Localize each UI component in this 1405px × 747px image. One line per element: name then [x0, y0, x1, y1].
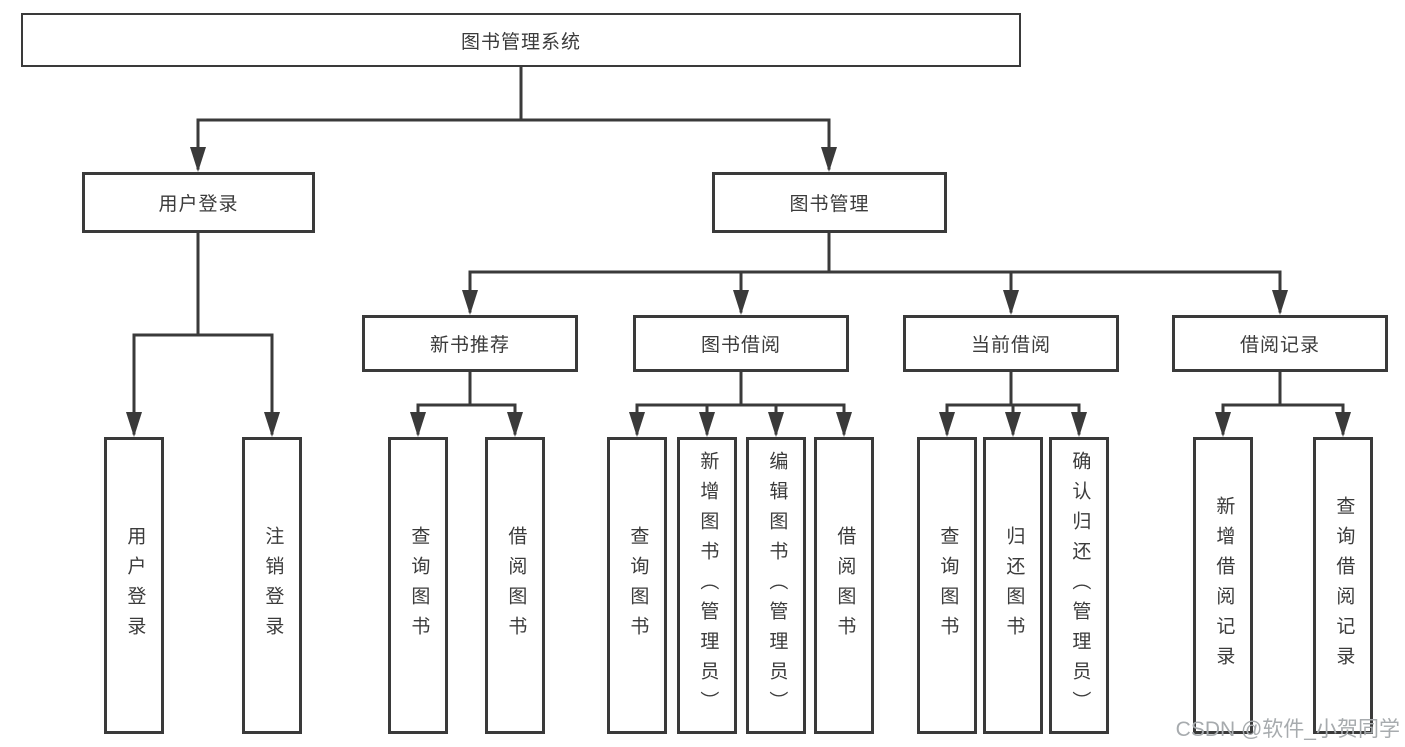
leaf-newbook-borrow-books-label: 借阅图书: [505, 525, 527, 646]
arrow-down-icon: [836, 412, 852, 437]
arrow-down-icon: [190, 147, 206, 172]
leaf-records-query-borrow-record-label: 查询借阅记录: [1333, 495, 1355, 676]
arrow-down-icon: [1005, 412, 1021, 437]
leaf-current-confirm-return-admin: 确认归还（管理员）: [1049, 437, 1109, 734]
leaf-borrow-borrow-books-label: 借阅图书: [834, 525, 856, 646]
leaf-records-query-borrow-record: 查询借阅记录: [1313, 437, 1373, 734]
arrow-down-icon: [629, 412, 645, 437]
node-root-label: 图书管理系统: [460, 31, 581, 53]
leaf-records-add-borrow-record-label: 新增借阅记录: [1213, 495, 1235, 676]
leaf-current-return-books: 归还图书: [983, 437, 1043, 734]
arrow-down-icon: [410, 412, 426, 437]
arrow-down-icon: [768, 412, 784, 437]
leaf-logout-label: 注销登录: [262, 525, 284, 646]
connector-current-borrow-to-leaves: [939, 370, 1087, 437]
leaf-current-query-books-label: 查询图书: [937, 525, 959, 646]
node-user-login-label: 用户登录: [158, 194, 239, 215]
arrow-down-icon: [699, 412, 715, 437]
leaf-user-login: 用户登录: [104, 437, 164, 734]
arrow-down-icon: [1215, 412, 1231, 437]
node-current-borrow-label: 当前借阅: [970, 335, 1051, 356]
connector-root-to-level2: [190, 65, 837, 172]
node-current-borrow: 当前借阅: [903, 315, 1119, 372]
arrow-down-icon: [1335, 412, 1351, 437]
connector-book-borrow-to-leaves: [629, 370, 852, 437]
node-book-borrow-label: 图书借阅: [700, 335, 781, 356]
leaf-user-login-label: 用户登录: [124, 525, 146, 646]
arrow-down-icon: [733, 290, 749, 315]
leaf-records-add-borrow-record: 新增借阅记录: [1193, 437, 1253, 734]
connector-new-book-rec-to-leaves: [410, 370, 523, 437]
arrow-down-icon: [462, 290, 478, 315]
arrow-down-icon: [821, 147, 837, 172]
leaf-current-return-books-label: 归还图书: [1003, 525, 1025, 646]
leaf-current-query-books: 查询图书: [917, 437, 977, 734]
connector-book-mgmt-to-level3: [462, 231, 1288, 315]
node-user-login: 用户登录: [82, 172, 315, 233]
node-borrow-records-label: 借阅记录: [1239, 335, 1320, 356]
arrow-down-icon: [1071, 412, 1087, 437]
arrow-down-icon: [1003, 290, 1019, 315]
node-book-borrow: 图书借阅: [633, 315, 849, 372]
leaf-borrow-add-books-admin-label: 新增图书（管理员）: [697, 450, 719, 721]
leaf-borrow-edit-books-admin: 编辑图书（管理员）: [746, 437, 806, 734]
arrow-down-icon: [264, 412, 280, 437]
leaf-newbook-query-books: 查询图书: [388, 437, 448, 734]
leaf-borrow-borrow-books: 借阅图书: [814, 437, 874, 734]
arrow-down-icon: [507, 412, 523, 437]
leaf-borrow-edit-books-admin-label: 编辑图书（管理员）: [766, 450, 788, 721]
arrow-down-icon: [1272, 290, 1288, 315]
node-new-book-recommend: 新书推荐: [362, 315, 578, 372]
node-book-management-label: 图书管理: [789, 194, 870, 215]
arrow-down-icon: [126, 412, 142, 437]
leaf-borrow-query-books-label: 查询图书: [627, 525, 649, 646]
leaf-newbook-borrow-books: 借阅图书: [485, 437, 545, 734]
leaf-borrow-add-books-admin: 新增图书（管理员）: [677, 437, 737, 734]
node-borrow-records: 借阅记录: [1172, 315, 1388, 372]
leaf-newbook-query-books-label: 查询图书: [408, 525, 430, 646]
connector-user-login-to-leaves: [126, 231, 280, 437]
node-root: 图书管理系统: [21, 13, 1021, 67]
leaf-current-confirm-return-admin-label: 确认归还（管理员）: [1069, 450, 1091, 721]
arrow-down-icon: [939, 412, 955, 437]
node-book-management: 图书管理: [712, 172, 947, 233]
leaf-borrow-query-books: 查询图书: [607, 437, 667, 734]
connector-borrow-records-to-leaves: [1215, 370, 1351, 437]
node-new-book-recommend-label: 新书推荐: [429, 335, 510, 356]
leaf-logout: 注销登录: [242, 437, 302, 734]
